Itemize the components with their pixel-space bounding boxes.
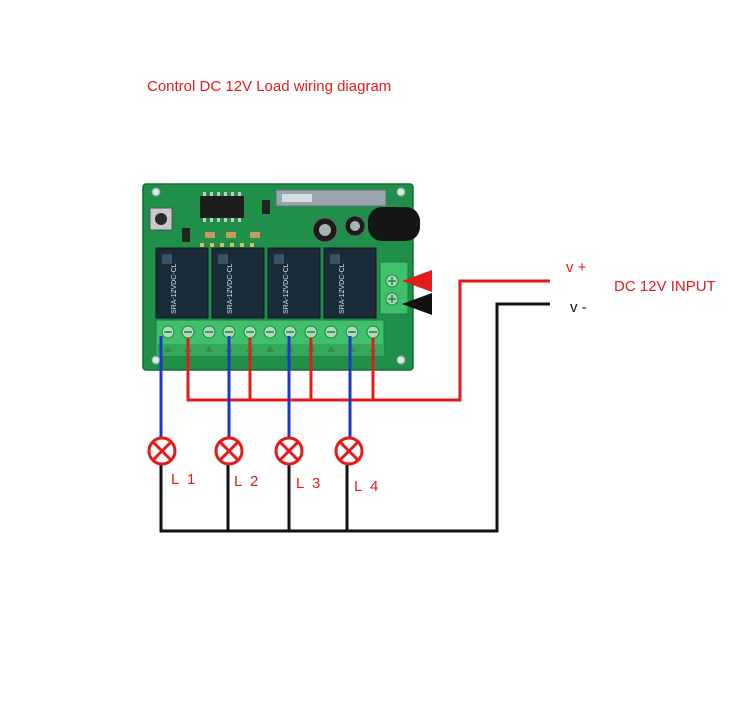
negative-arrow-icon <box>402 293 432 315</box>
lamp-label-1: L 1 <box>171 471 197 488</box>
relay-logo <box>218 254 228 264</box>
relay-logo <box>330 254 340 264</box>
lamp-2 <box>214 436 244 466</box>
relay-3: SRA-12VDC-CL <box>267 247 321 319</box>
negative-wire <box>159 302 550 533</box>
relay-board: SRA-12VDC-CL SRA-12VDC-CL SRA-12VDC-CL S… <box>142 183 420 371</box>
rf-crystal <box>282 194 312 202</box>
relay-label: SRA-12VDC-CL <box>339 263 346 314</box>
relay-1: SRA-12VDC-CL <box>155 247 209 319</box>
lamp-4 <box>334 436 364 466</box>
minus-label: v - <box>570 299 587 316</box>
ic-pins <box>203 192 241 222</box>
relay-2: SRA-12VDC-CL <box>211 247 265 319</box>
ic-chip <box>200 196 244 218</box>
positive-arrow-icon <box>402 270 432 292</box>
terminal-screws <box>161 325 380 352</box>
relay-label: SRA-12VDC-CL <box>171 263 178 314</box>
load-wires <box>159 336 352 437</box>
capacitor-top <box>350 221 360 231</box>
diagram-title: Control DC 12V Load wiring diagram <box>147 78 391 95</box>
lamp-label-2: L 2 <box>234 473 260 490</box>
lamp-label-3: L 3 <box>296 475 322 492</box>
push-button-cap <box>155 213 167 225</box>
relay-4: SRA-12VDC-CL <box>323 247 377 319</box>
mounting-hole <box>151 355 161 365</box>
antenna-coil <box>368 207 420 241</box>
capacitor-top <box>319 224 331 236</box>
relay-logo <box>274 254 284 264</box>
mounting-hole <box>396 355 406 365</box>
lamp-label-4: L 4 <box>354 478 380 495</box>
relay-logo <box>162 254 172 264</box>
terminal-marker <box>205 346 213 352</box>
terminal-marker <box>164 346 172 352</box>
relay-label: SRA-12VDC-CL <box>227 263 234 314</box>
mounting-hole <box>396 187 406 197</box>
plus-label: v + <box>566 259 587 276</box>
resistor <box>226 232 236 238</box>
header-pins <box>200 243 254 247</box>
terminal-marker <box>327 346 335 352</box>
transistor <box>262 200 270 214</box>
relay-label: SRA-12VDC-CL <box>283 263 290 314</box>
positive-wire <box>186 279 550 402</box>
transistor <box>182 228 190 242</box>
mounting-hole <box>151 187 161 197</box>
power-terminal-block <box>379 261 409 315</box>
terminal-marker <box>266 346 274 352</box>
lamp-1 <box>147 436 177 466</box>
resistor <box>250 232 260 238</box>
dc-input-label: DC 12V INPUT <box>614 278 716 295</box>
resistor <box>205 232 215 238</box>
lamp-3 <box>274 436 304 466</box>
